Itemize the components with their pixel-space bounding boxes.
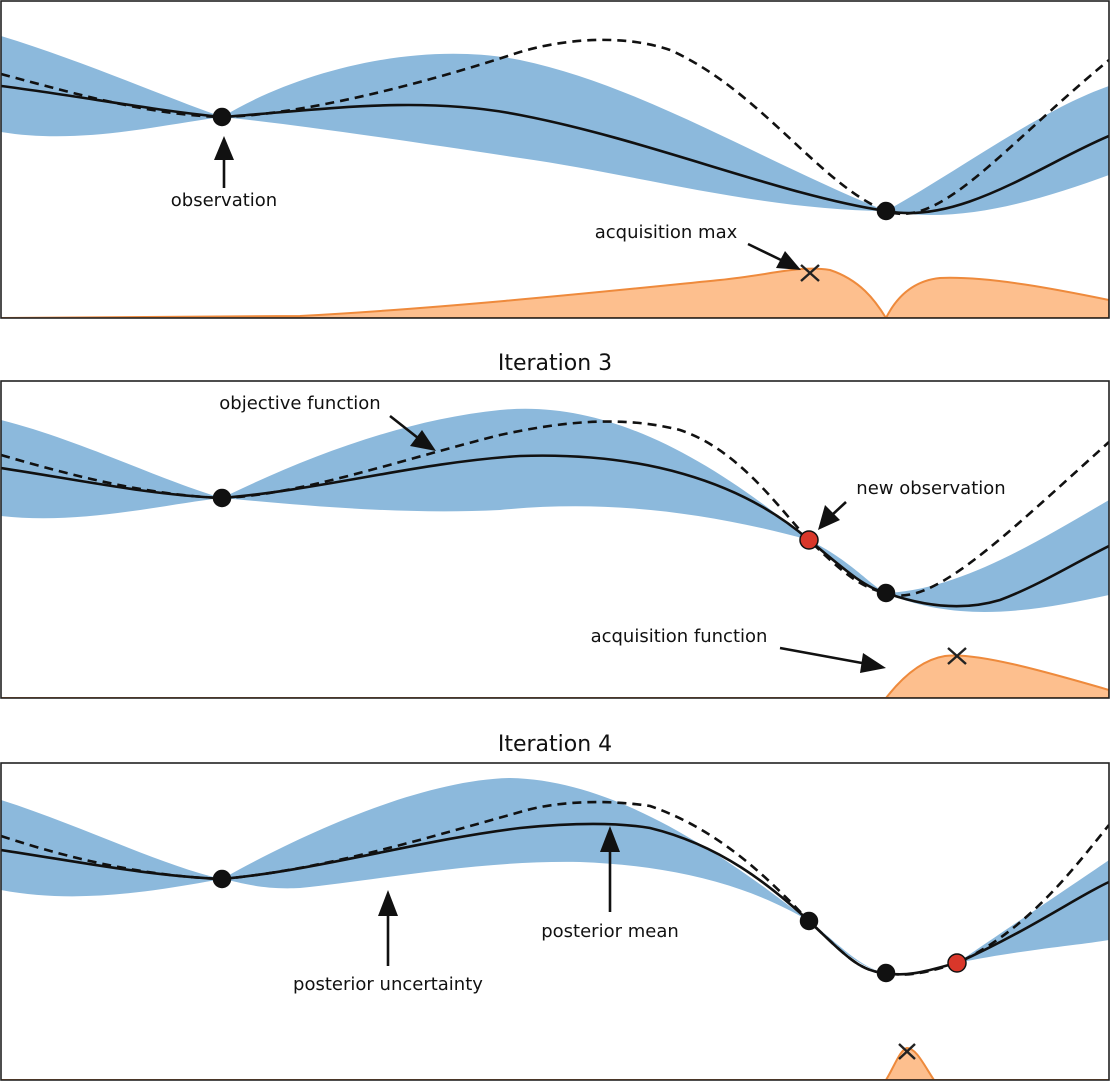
- acquisition-function-area: [1, 1046, 1109, 1080]
- annotation-observation: observation: [171, 190, 277, 211]
- acquisition-max-marker: [947, 647, 967, 665]
- posterior-uncertainty-band: [1, 408, 1109, 612]
- objective-function-arrow: [389, 414, 436, 451]
- acquisition-function-area: [1, 654, 1109, 698]
- posterior-uncertainty-band: [1, 36, 1109, 216]
- annotation-acquisition-max: acquisition max: [595, 222, 738, 243]
- acquisition-max-marker: [898, 1043, 916, 1060]
- panel-2: objective function new observation acqui…: [0, 380, 1110, 699]
- posterior-mean-arrow: [600, 826, 620, 912]
- observation-point: [212, 488, 232, 508]
- new-observation-point: [947, 953, 967, 973]
- posterior-uncertainty-arrow: [378, 890, 398, 966]
- acquisition-function-arrow: [779, 646, 886, 673]
- acquisition-max-arrow: [747, 242, 801, 270]
- observation-point: [876, 583, 896, 603]
- posterior-mean-line: [1, 84, 1109, 215]
- acquisition-function-area: [1, 267, 1109, 318]
- observation-point: [799, 911, 819, 931]
- annotation-objective-function: objective function: [219, 393, 380, 414]
- panel-3-frame: [0, 762, 1110, 1081]
- panel-1-frame: [0, 0, 1110, 319]
- annotation-new-observation: new observation: [856, 478, 1005, 499]
- annotation-posterior-uncertainty: posterior uncertainty: [293, 974, 483, 995]
- panel-3: posterior mean posterior uncertainty: [0, 762, 1110, 1081]
- new-observation-point: [799, 530, 819, 550]
- panel-2-title: Iteration 3: [498, 351, 612, 376]
- observation-point: [876, 201, 896, 221]
- panel-3-title: Iteration 4: [498, 732, 612, 757]
- observation-point: [876, 963, 896, 983]
- panel-2-frame: [0, 380, 1110, 699]
- observation-point: [212, 107, 232, 127]
- annotation-acquisition-function: acquisition function: [591, 626, 768, 647]
- panel-1: observation acquisition max: [0, 0, 1110, 319]
- annotation-posterior-mean: posterior mean: [541, 921, 679, 942]
- observation-arrow: [214, 136, 234, 188]
- posterior-uncertainty-band: [1, 778, 1109, 975]
- new-observation-arrow: [818, 501, 847, 530]
- observation-point: [212, 869, 232, 889]
- objective-function-line: [1, 420, 1109, 597]
- acquisition-max-marker: [800, 264, 820, 282]
